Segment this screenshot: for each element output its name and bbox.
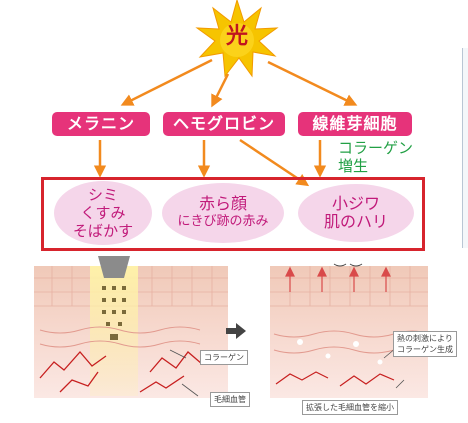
effect-spots-line1: シミ	[87, 186, 118, 204]
melanin-tag: メラニン	[52, 112, 150, 136]
effect-ellipse-redness	[162, 183, 284, 243]
effects-frame	[41, 177, 425, 251]
arrow-light-to-fibroblast	[267, 60, 358, 106]
heat-collagen-line2: コラーゲン生成	[397, 345, 453, 354]
arrow-light-to-hemoglobin	[211, 73, 230, 108]
effect-redness-line1: 赤ら顔	[198, 194, 247, 213]
arrow-hemoglobin-to-wrinkle	[239, 138, 310, 187]
capillary-label: 毛細血管	[210, 392, 250, 407]
effect-wrinkles-line1: 小ジワ	[331, 194, 380, 213]
vessel-shrink-label: 拡張した毛細血管を縮小	[302, 400, 398, 415]
collagen-note-line1: コラーゲン	[338, 139, 414, 157]
sun-icon	[195, 0, 279, 78]
fibroblast-tag: 線維芽細胞	[298, 112, 412, 136]
before-after-arrow	[226, 323, 246, 339]
collagen-label: コラーゲン	[200, 350, 248, 365]
effect-spots-text: シミ くすみ そばかす	[54, 186, 152, 240]
skin-before	[34, 256, 228, 398]
effect-redness-text: 赤ら顔 にきび跡の赤み	[162, 195, 284, 231]
effect-wrinkles-line2: 肌のハリ	[323, 212, 388, 231]
light-label: 光	[225, 24, 248, 49]
effect-spots-line3: そばかす	[72, 222, 134, 240]
effect-ellipse-spots	[54, 181, 152, 245]
effect-redness-line2: にきび跡の赤み	[177, 214, 269, 229]
effect-ellipse-wrinkles	[298, 184, 414, 242]
heat-collagen-label: 熱の刺激により コラーゲン生成	[393, 331, 457, 357]
heat-collagen-line1: 熱の刺激により	[397, 334, 453, 343]
effect-wrinkles-text: 小ジワ 肌のハリ	[298, 195, 414, 231]
effect-spots-line2: くすみ	[80, 204, 126, 222]
side-panel-edge	[462, 48, 468, 248]
arrow-light-to-melanin	[120, 58, 213, 106]
hemoglobin-tag: ヘモグロビン	[163, 112, 285, 136]
collagen-note-line2: 増生	[338, 157, 369, 175]
